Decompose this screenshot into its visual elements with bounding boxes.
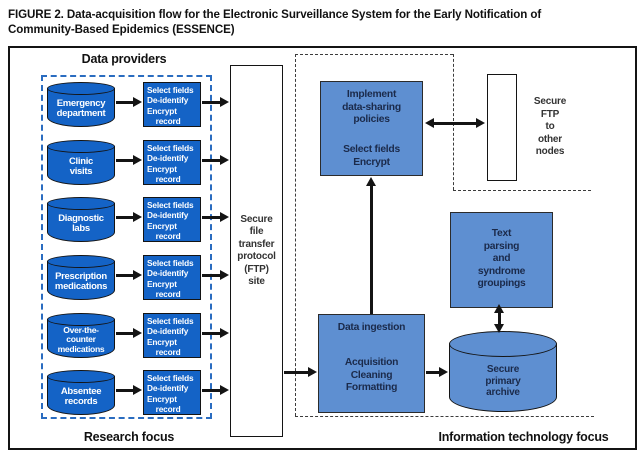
process-box-label: Select fields De-identify Encrypt record	[147, 200, 194, 242]
cylinder-prescription-medications: Prescription medications	[47, 255, 115, 300]
other-node-box	[487, 74, 517, 181]
cylinder-label: Clinic visits	[68, 155, 94, 177]
figure-title-line2: Community-Based Epidemics (ESSENCE)	[8, 23, 235, 36]
implement-policies-box: Implement data-sharing policies Select f…	[320, 81, 423, 176]
it-dash-bottom	[295, 416, 594, 417]
data-ingestion-steps: Acquisition Cleaning Formatting	[344, 357, 399, 393]
cylinder-secure-primary-archive: Secure primary archive	[449, 331, 557, 412]
arrow-process4-to-ftp	[202, 270, 229, 280]
cylinder-top	[47, 140, 115, 153]
cylinder-clinic-visits: Clinic visits	[47, 140, 115, 185]
arrow-process5-to-ftp	[202, 328, 229, 338]
process-box-label: Select fields De-identify Encrypt record	[147, 373, 194, 415]
cylinder-top	[47, 82, 115, 95]
arrow-prescription-to-process	[116, 270, 142, 280]
cylinder-label: Secure primary archive	[485, 364, 521, 399]
cylinder-emergency-department: Emergency department	[47, 82, 115, 127]
arrow-process6-to-ftp	[202, 385, 229, 395]
cylinder-top	[449, 331, 557, 357]
arrow-clinic-to-process	[116, 155, 142, 165]
data-providers-dashed-box	[41, 75, 212, 419]
secure-ftp-note: Secure FTP to other nodes	[533, 96, 567, 157]
cylinder-label: Diagnostic labs	[58, 212, 104, 234]
cylinder-diagnostic-labs: Diagnostic labs	[47, 197, 115, 242]
cylinder-label: Absentee records	[60, 385, 102, 407]
process-box-6: Select fields De-identify Encrypt record	[143, 370, 201, 415]
process-box-label: Select fields De-identify Encrypt record	[147, 258, 194, 300]
implement-actions-label: Select fields Encrypt	[343, 144, 400, 168]
cylinder-top	[47, 313, 115, 326]
figure-title-line1: FIGURE 2. Data-acquisition flow for the …	[8, 8, 542, 21]
it-dash-left	[295, 54, 296, 416]
process-box-label: Select fields De-identify Encrypt record	[147, 85, 194, 127]
arrow-process2-to-ftp	[202, 155, 229, 165]
it-focus-label: Information technology focus	[438, 430, 609, 444]
data-providers-label: Data providers	[81, 52, 167, 66]
arrow-process1-to-ftp	[202, 97, 229, 107]
process-box-label: Select fields De-identify Encrypt record	[147, 316, 194, 358]
arrow-ingestion-to-archive	[426, 367, 448, 377]
cylinder-otc-medications: Over-the- counter medications	[47, 313, 115, 358]
it-dash-notch-horizontal	[453, 190, 591, 191]
arrow-emergency-to-process	[116, 97, 142, 107]
cylinder-label: Prescription medications	[54, 270, 108, 292]
cylinder-body	[47, 319, 115, 358]
process-box-1: Select fields De-identify Encrypt record	[143, 82, 201, 127]
cylinder-top	[47, 197, 115, 210]
process-box-3: Select fields De-identify Encrypt record	[143, 197, 201, 242]
arrow-labs-to-process	[116, 212, 142, 222]
arrow-parsing-archive-bidirectional	[494, 304, 504, 333]
process-box-4: Select fields De-identify Encrypt record	[143, 255, 201, 300]
arrow-ftp-to-ingestion	[284, 367, 317, 377]
arrow-policies-node-bidirectional	[425, 118, 485, 128]
data-ingestion-box: Data ingestion Acquisition Cleaning Form…	[318, 314, 425, 413]
arrow-process3-to-ftp	[202, 212, 229, 222]
implement-policies-label: Implement data-sharing policies	[342, 89, 401, 125]
data-ingestion-title: Data ingestion	[337, 322, 406, 333]
process-box-2: Select fields De-identify Encrypt record	[143, 140, 201, 185]
secure-ftp-site-label: Secure file transfer protocol (FTP) site	[237, 213, 276, 288]
text-parsing-box: Text parsing and syndrome groupings	[450, 212, 553, 308]
arrow-ingestion-to-policies	[366, 177, 376, 314]
research-focus-label: Research focus	[83, 430, 175, 444]
arrow-otc-to-process	[116, 328, 142, 338]
cylinder-top	[47, 370, 115, 383]
cylinder-absentee-records: Absentee records	[47, 370, 115, 415]
text-parsing-label: Text parsing and syndrome groupings	[477, 228, 526, 289]
process-box-5: Select fields De-identify Encrypt record	[143, 313, 201, 358]
secure-ftp-site-box: Secure file transfer protocol (FTP) site	[230, 65, 283, 437]
process-box-label: Select fields De-identify Encrypt record	[147, 143, 194, 185]
cylinder-body	[47, 146, 115, 185]
it-dash-top	[295, 54, 453, 55]
cylinder-label: Emergency department	[56, 97, 106, 119]
cylinder-top	[47, 255, 115, 268]
arrow-absentee-to-process	[116, 385, 142, 395]
cylinder-label: Over-the- counter medications	[57, 324, 105, 354]
